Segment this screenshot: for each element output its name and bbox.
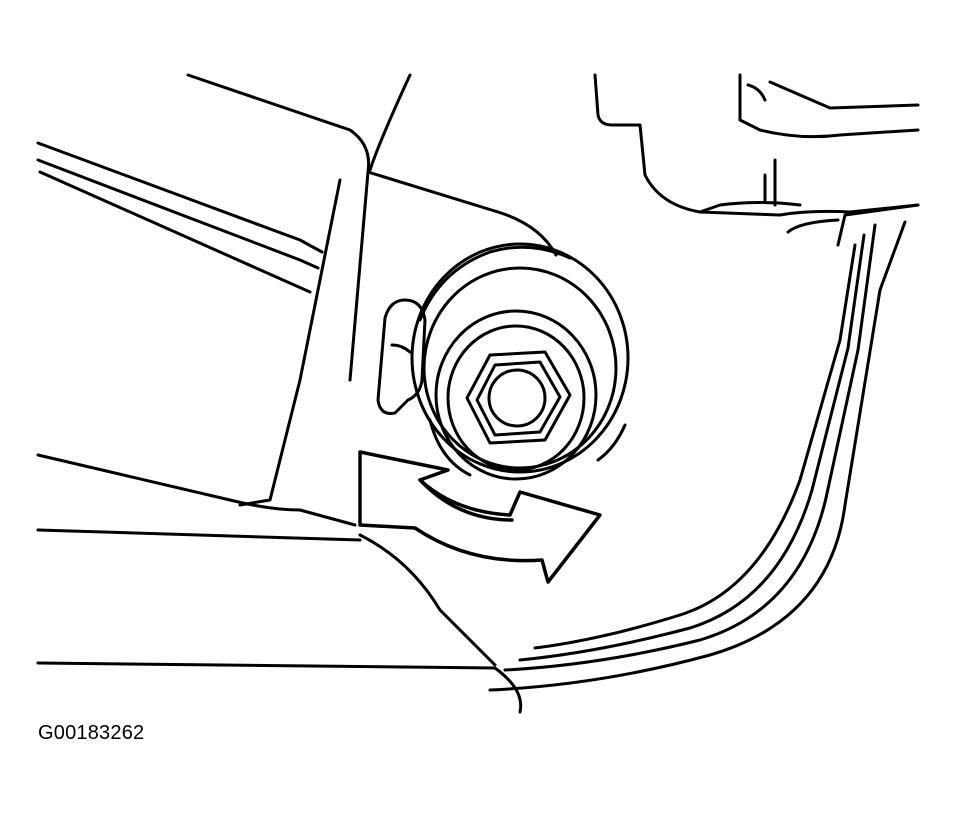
upper-bracket	[593, 73, 920, 217]
knuckle-housing	[36, 73, 920, 714]
washer-tab	[376, 298, 427, 415]
rotation-arrow-icon	[358, 450, 602, 584]
control-arm	[36, 73, 558, 542]
figure-id-label: G00183262	[38, 722, 145, 744]
adjuster-nut	[434, 309, 598, 481]
